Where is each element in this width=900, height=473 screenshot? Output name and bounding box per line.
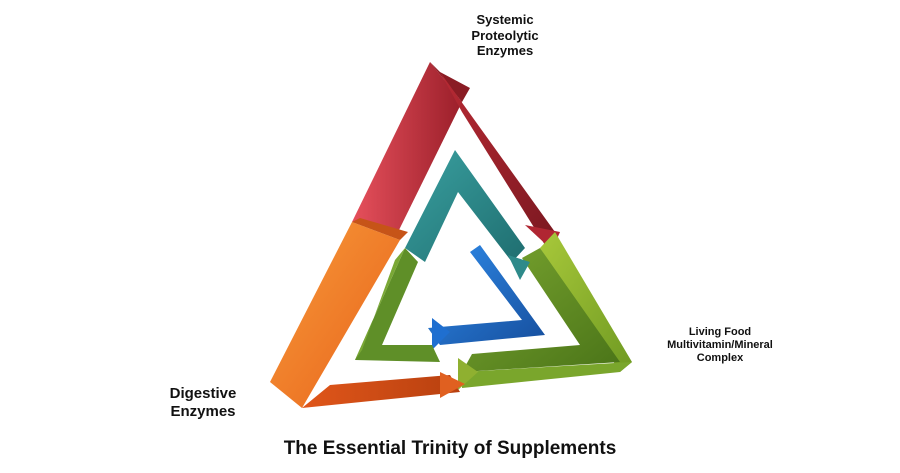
- segment-right-arrow-head: [458, 358, 478, 390]
- segment-left-arrow-head: [440, 372, 465, 398]
- inner-green-face: [355, 248, 440, 362]
- label-right-line-1: Living Food: [688, 326, 752, 338]
- label-digestive-enzymes: Digestive Enzymes: [148, 385, 258, 421]
- segment-right-bottom-face: [462, 362, 632, 388]
- inner-segment-green: [355, 248, 440, 362]
- label-top-line-3: Enzymes: [476, 43, 534, 59]
- segment-left-top-face: [352, 218, 408, 240]
- label-systemic-proteolytic-enzymes: Systemic Proteolytic Enzymes: [430, 12, 580, 59]
- inner-segment-teal: [405, 150, 530, 280]
- segment-left-bottom-face: [302, 375, 460, 408]
- label-right-line-2: Multivitamin/Mineral: [667, 339, 773, 352]
- label-right-line-3: Complex: [696, 352, 744, 365]
- inner-teal-face: [405, 150, 525, 262]
- inner-segment-blue: [428, 245, 545, 350]
- label-living-food-multivitamin: Living Food Multivitamin/Mineral Complex: [640, 326, 800, 366]
- label-left-line-1: Digestive: [169, 385, 237, 402]
- segment-left-outer-face: [270, 222, 400, 408]
- label-top-line-2: Proteolytic: [471, 27, 539, 43]
- segment-right-multivitamin: [458, 232, 632, 390]
- label-top-line-1: Systemic: [476, 12, 534, 27]
- diagram-title: The Essential Trinity of Supplements: [283, 438, 617, 459]
- inner-blue-arrow-head: [432, 318, 450, 350]
- segment-right-outer-face: [540, 232, 632, 372]
- label-left-line-2: Enzymes: [170, 403, 236, 420]
- segment-left-digestive: [270, 218, 465, 408]
- segment-right-inner-face: [462, 248, 620, 372]
- inner-teal-arrow-head: [508, 255, 530, 280]
- inner-green-highlight: [355, 248, 405, 360]
- segment-top-outer-face: [352, 62, 462, 232]
- segment-top-inner-face: [440, 72, 555, 245]
